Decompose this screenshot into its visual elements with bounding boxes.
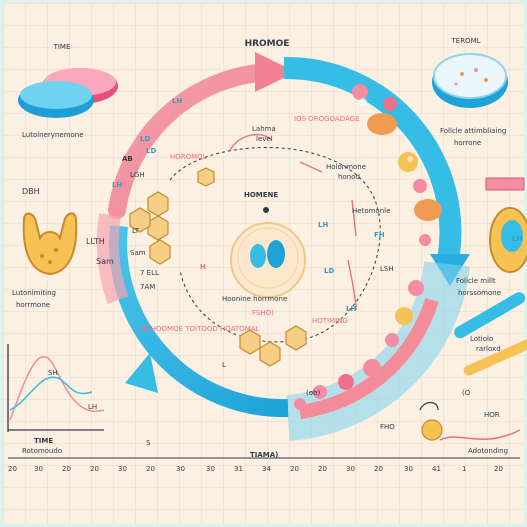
left-label-sam: Sam: [96, 257, 114, 266]
pituitary-center: [230, 207, 306, 298]
axis-tick: 30: [176, 465, 185, 473]
axis-tick: 20: [8, 465, 17, 473]
cycle-label-fsho: FSHO): [252, 309, 274, 317]
graph-label-s: S: [146, 439, 151, 447]
axis-tick: 30: [404, 465, 413, 473]
right-note-2: rarloxd: [476, 345, 501, 353]
badge-lh-1: LH: [172, 97, 183, 105]
cycle-label-gonad: IOS OROGOADAGE: [294, 115, 360, 123]
syringe-pen: [439, 292, 527, 441]
lower-arrow-head: [125, 353, 158, 393]
badge-lh-3: LH: [346, 305, 357, 313]
cycle-label-lt: LT: [132, 227, 140, 235]
badge-h: H: [200, 263, 206, 271]
cycle-ring: [96, 52, 470, 441]
inner-arrows: [229, 133, 357, 393]
pill-capsules: [18, 68, 118, 118]
right-label-fsh-1: Follcle attimbliaing: [440, 127, 507, 135]
graph-label-q: (O: [462, 389, 471, 397]
cycle-label-hoonine: Hoonine horrmone: [222, 295, 288, 303]
bottom-right-label: Adotonding: [468, 447, 509, 455]
cycle-label-sam: Sam: [130, 249, 146, 257]
badge-lh-5: LH: [512, 235, 523, 243]
right-label-fsh-2: horrone: [454, 139, 482, 147]
graph-label-time: TIME: [34, 437, 54, 445]
cycle-label-protomal: HOROMOL: [170, 153, 207, 161]
graph-label-fho: FHO: [380, 423, 395, 431]
badge-ld-1: LD: [140, 135, 151, 143]
axis-tick: 30: [346, 465, 355, 473]
level-bar: [485, 177, 525, 191]
graph-label-hor: HOR: [484, 411, 500, 419]
cycle-label-l: L: [222, 361, 226, 369]
graph-label-sh: SH: [48, 369, 58, 377]
axis-tick: 20: [318, 465, 327, 473]
molecule-chain: [129, 167, 307, 367]
main-title: HROMOE: [244, 39, 290, 49]
graph-label-tiama: TIAMA): [250, 451, 279, 459]
follicle-organ-right: [489, 207, 527, 273]
cycle-label-7am: 7AM: [140, 283, 156, 291]
top-right-label: TEROML: [451, 37, 481, 45]
badge-lh-4: LH: [318, 221, 329, 229]
pink-arrow-head: [255, 52, 296, 92]
left-label-dbh: DBH: [22, 187, 40, 196]
cycle-label-lsh: LSH: [380, 265, 394, 273]
axis-tick: 20: [494, 465, 503, 473]
left-graph: [7, 344, 105, 432]
axis-tick: 20: [62, 465, 71, 473]
left-label-lutein: Lutolnerynemone: [22, 131, 84, 139]
badge-ld-3: LD: [324, 267, 335, 275]
right-note-1: Lotiolo: [470, 335, 494, 343]
axis-tick: 1: [462, 465, 467, 473]
time-label-top: TIME: [53, 43, 71, 51]
cycle-label-tothood: HOHOOMOE TOITOOD HOATOMAL: [140, 325, 260, 333]
axis-tick: 31: [234, 465, 243, 473]
cycle-label-homene: HOMENE: [244, 191, 279, 199]
axis-tick: 30: [118, 465, 127, 473]
badge-lh-2: LH: [112, 181, 123, 189]
petri-dish: [432, 53, 508, 108]
axis-tick: 20: [90, 465, 99, 473]
cycle-label-lgh: LGH: [130, 171, 145, 179]
axis-tick: 20: [374, 465, 383, 473]
right-label-follicle-2: horssomone: [458, 289, 502, 297]
cycle-label-lahma: Lahma: [252, 125, 276, 133]
axis-tick: 30: [34, 465, 43, 473]
axis-tick: 20: [146, 465, 155, 473]
follicle-cells: [294, 84, 442, 410]
left-label-luteinizing-1: Lutonimiting: [12, 289, 56, 297]
uterus-left: [22, 212, 78, 276]
axis-tick: 20: [290, 465, 299, 473]
axis-tick: 41: [432, 465, 441, 473]
cycle-label-hond: honod: [338, 173, 360, 181]
cycle-label-holonmone: Holonmone: [326, 163, 367, 171]
inner-loop: [169, 147, 381, 343]
left-label-lth: LLTH: [86, 237, 105, 246]
badge-ld-2: LD: [146, 147, 157, 155]
flask-icon: [419, 401, 443, 441]
cycle-label-hetomonle: Hetomonle: [352, 207, 391, 215]
axis-tick: 34: [262, 465, 271, 473]
cycle-label-level: level: [256, 135, 273, 143]
left-label-luteinizing-2: horrmone: [16, 301, 51, 309]
badge-fh: FH: [374, 231, 385, 239]
graph-label-ob: (ob): [306, 389, 321, 397]
cycle-label-ell: 7 ELL: [140, 269, 159, 277]
cycle-label-hotiming: HOTIMING: [312, 317, 348, 325]
right-label-follicle-1: Folicle millt: [456, 277, 496, 285]
bottom-left-label: Rotomoudo: [22, 447, 63, 455]
graph-label-lh: LH: [88, 403, 98, 411]
axis-tick: 30: [206, 465, 215, 473]
badge-ab: AB: [122, 155, 133, 163]
